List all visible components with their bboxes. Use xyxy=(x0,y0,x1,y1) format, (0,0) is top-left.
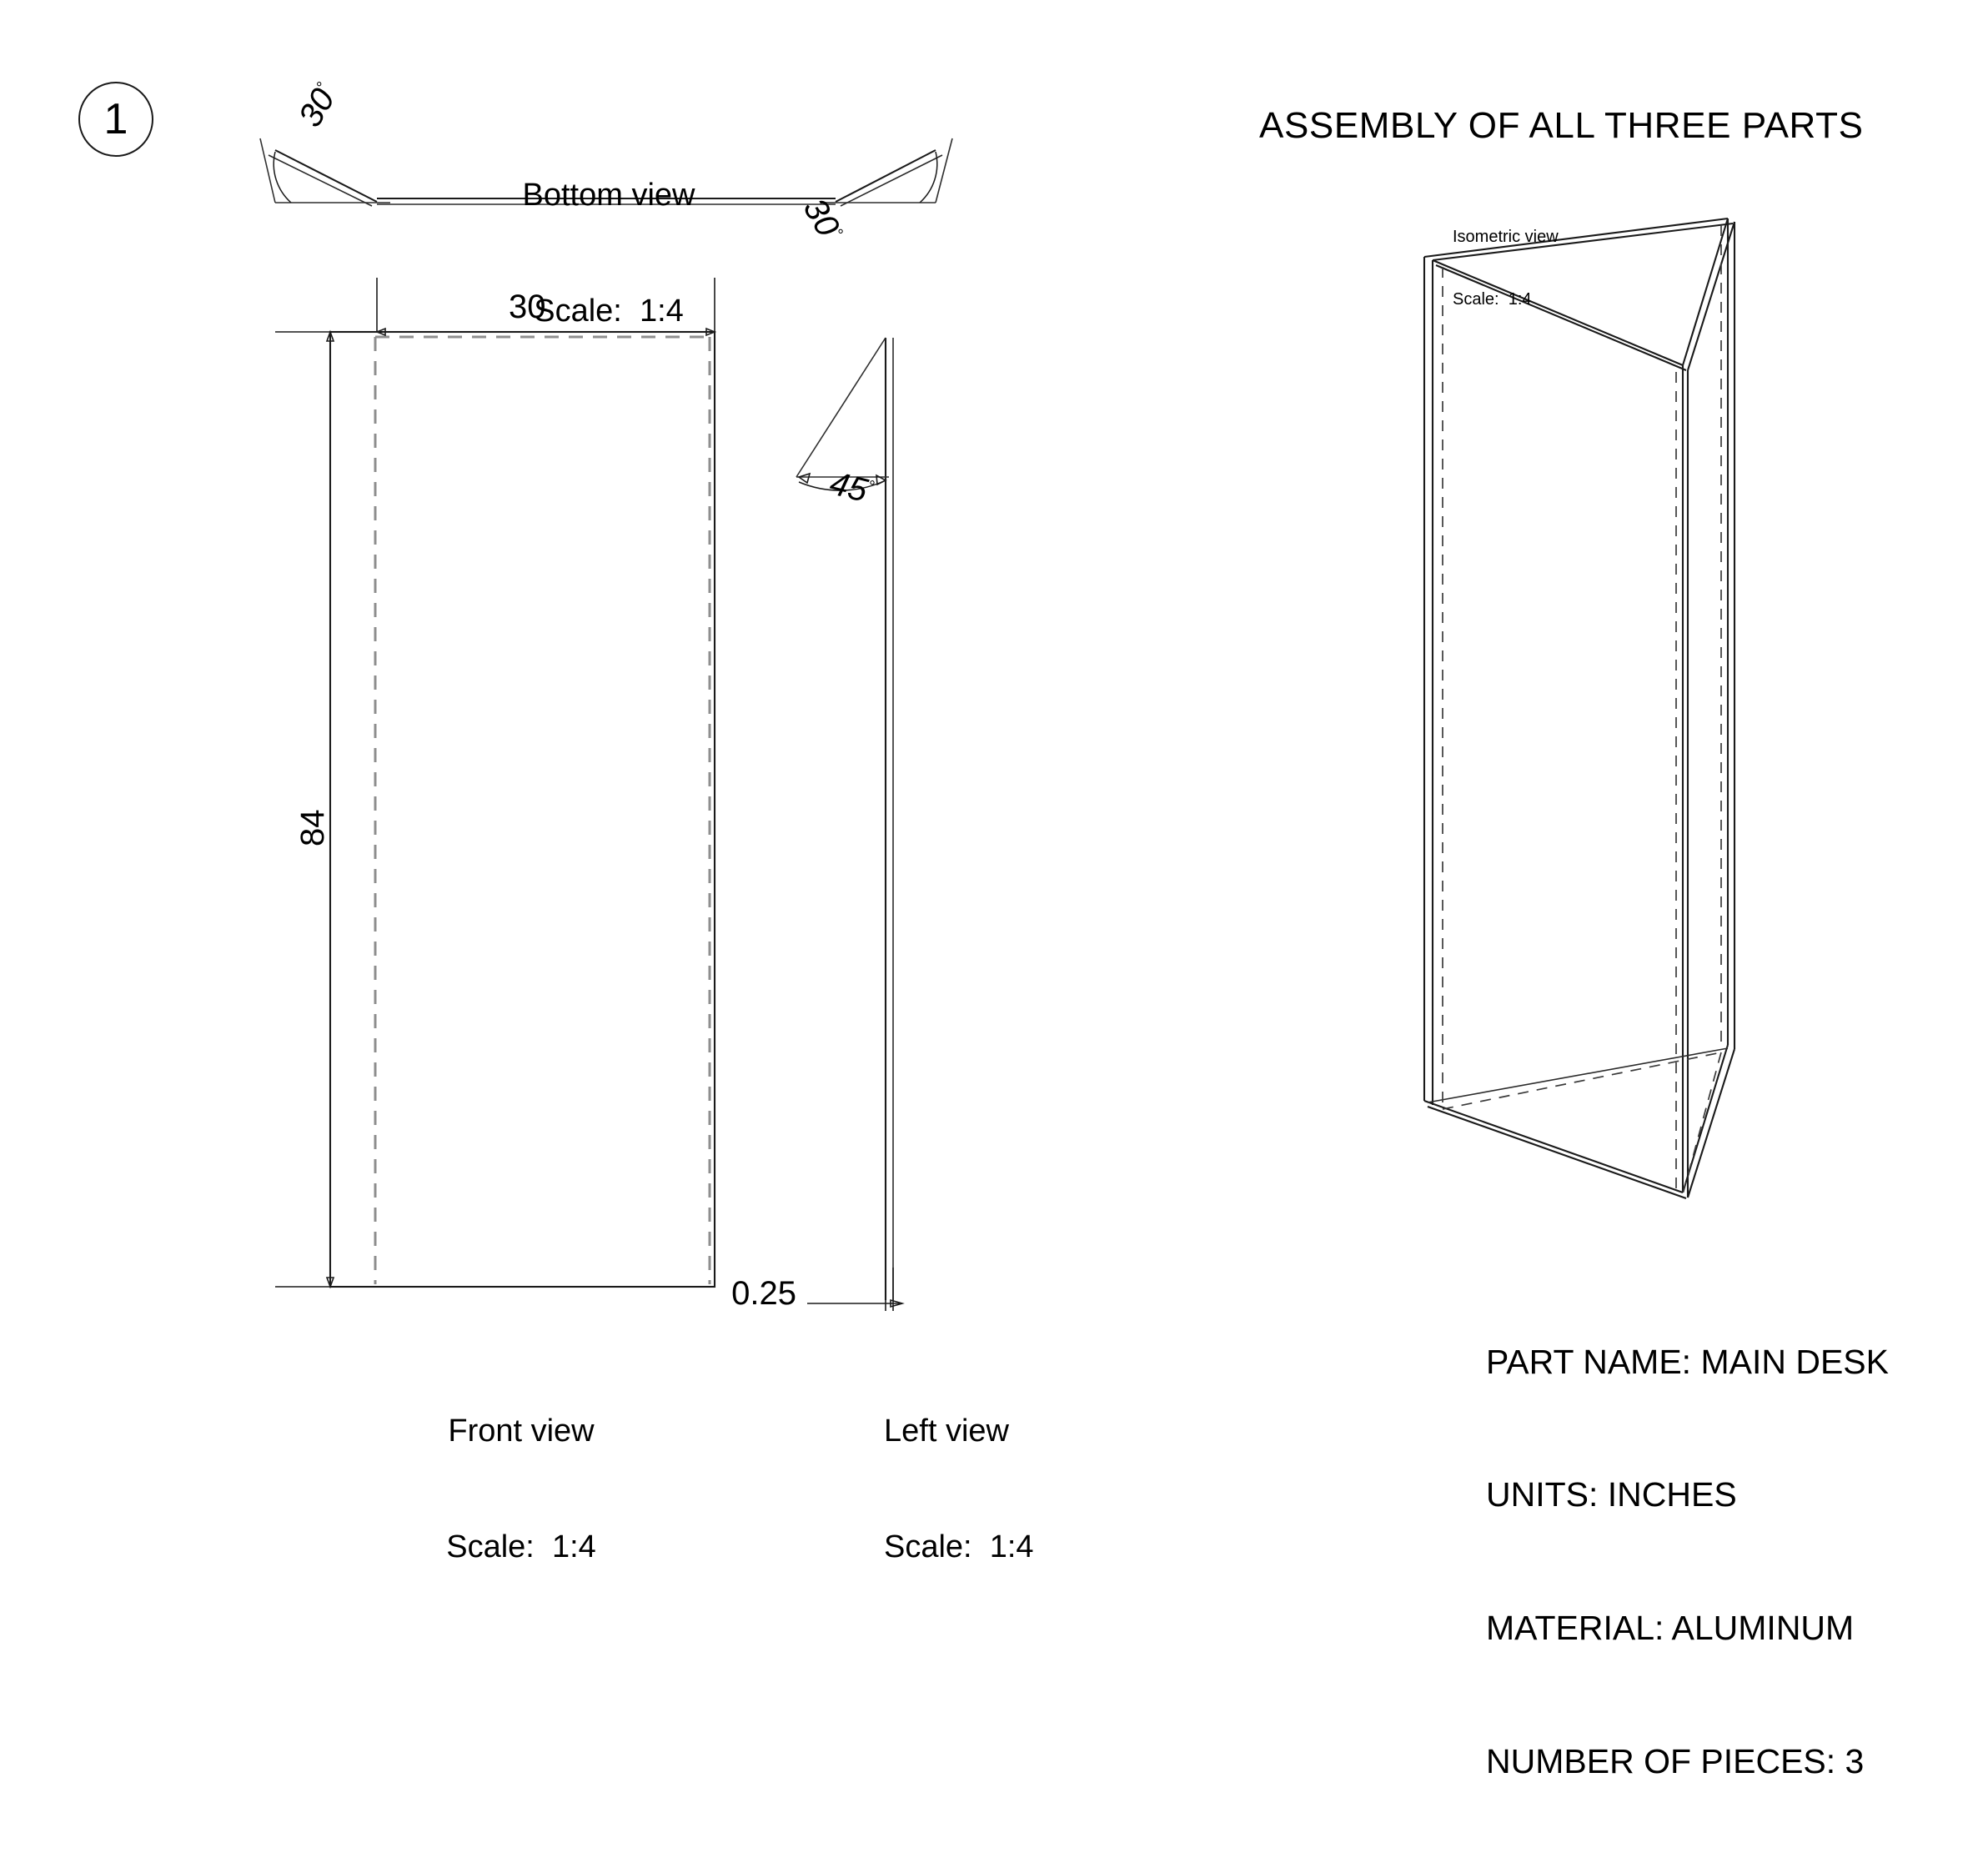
front-view-geometry xyxy=(275,278,717,1289)
front-view-label: Front view Scale: 1:4 xyxy=(334,1334,709,1644)
bottom-view-label: Bottom view Scale: 1:4 xyxy=(467,98,751,408)
info-number-of-pieces: NUMBER OF PIECES: 3 xyxy=(1486,1742,1865,1781)
left-view-label: Left view Scale: 1:4 xyxy=(884,1334,1076,1644)
front-view-scale: Scale: 1:4 xyxy=(446,1529,596,1564)
front-view-name: Front view xyxy=(448,1413,595,1449)
bottom-view-name: Bottom view xyxy=(522,177,695,213)
balloon-number: 1 xyxy=(103,95,128,143)
front-view-width-dimension: 30 xyxy=(509,289,546,325)
left-view-angle: 45° xyxy=(781,417,887,551)
isometric-view-name: Isometric view xyxy=(1453,228,1559,246)
info-material: MATERIAL: ALUMINUM xyxy=(1486,1609,1855,1648)
bottom-view-scale: Scale: 1:4 xyxy=(534,293,684,329)
isometric-view-geometry xyxy=(1423,217,1736,1199)
part-info-block: PART NAME: MAIN DESK UNITS: INCHES MATER… xyxy=(1486,1251,1889,1873)
isometric-view-scale: Scale: 1:4 xyxy=(1453,290,1532,309)
left-view-scale: Scale: 1:4 xyxy=(884,1529,1034,1564)
isometric-view-label: Isometric view Scale: 1:4 xyxy=(1453,185,1559,352)
balloon-callout-1[interactable]: 1 xyxy=(78,82,153,157)
assembly-title: ASSEMBLY OF ALL THREE PARTS xyxy=(1259,105,1864,146)
bottom-view-angle-left-value: 30 xyxy=(291,83,343,133)
front-view-height-dimension: 84 xyxy=(294,809,331,847)
bottom-view-angle-right: 30° xyxy=(741,140,884,269)
left-view-thickness-dimension: 0.25 xyxy=(731,1275,796,1312)
info-units: UNITS: INCHES xyxy=(1486,1475,1737,1514)
drawing-sheet: 1 xyxy=(78,57,1889,1781)
left-view-angle-value: 45 xyxy=(826,464,871,510)
left-view-name: Left view xyxy=(884,1413,1009,1449)
bottom-view-angle-left: 30° xyxy=(238,57,381,185)
info-part-name: PART NAME: MAIN DESK xyxy=(1486,1342,1889,1381)
